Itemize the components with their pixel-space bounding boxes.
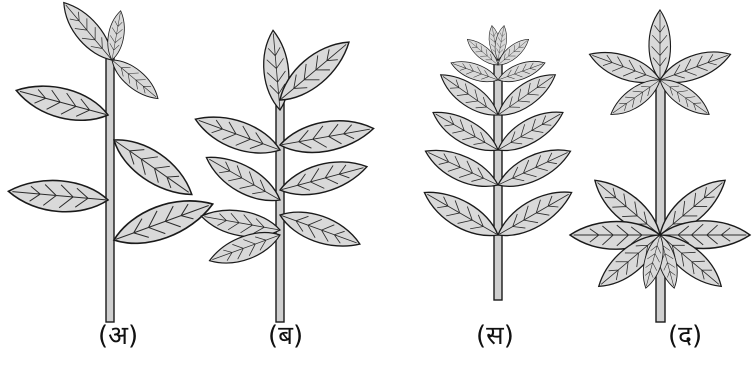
label-s: (स) <box>476 323 514 349</box>
plant-whorled <box>570 10 750 322</box>
plant-decussate <box>418 25 578 300</box>
plant-opposite <box>191 29 376 322</box>
label-b: (ब) <box>268 323 303 349</box>
label-d: (द) <box>668 323 702 349</box>
plant-alternate <box>7 0 218 322</box>
label-a: (अ) <box>98 323 138 349</box>
